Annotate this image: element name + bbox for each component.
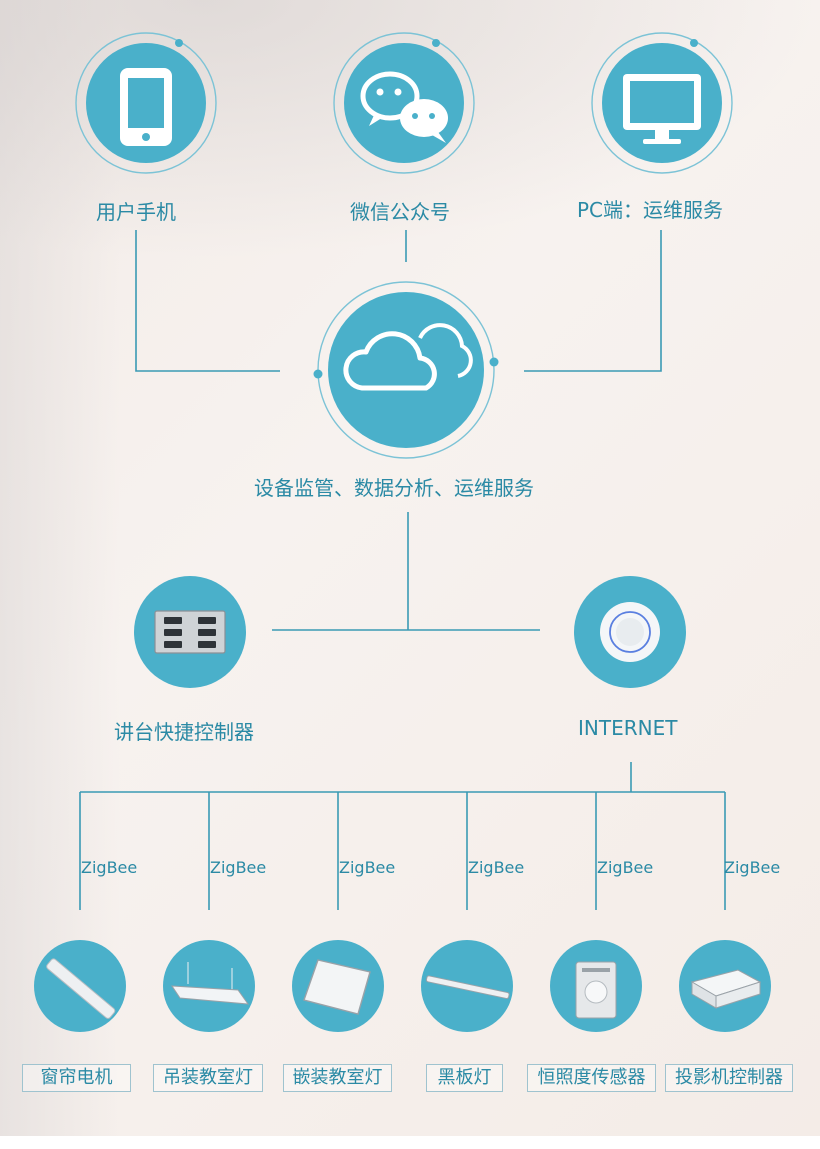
- panel-light-icon: [303, 959, 371, 1015]
- device-node-illuminance-sensor: [550, 940, 642, 1032]
- label-internet: INTERNET: [578, 716, 678, 740]
- device-node-blackboard-light: [421, 940, 513, 1032]
- connector-pc-cloud: [524, 230, 662, 372]
- zigbee-label-2: ZigBee: [210, 858, 267, 877]
- phone-icon: [120, 68, 172, 146]
- phone-node: [75, 32, 217, 174]
- control-panel-node: [134, 576, 246, 688]
- device-node-pendant-light: [163, 940, 255, 1032]
- pendant-light-icon: [171, 962, 250, 1005]
- device-label-pendant-light: 吊装教室灯: [153, 1064, 263, 1092]
- connector-phone-cloud: [135, 230, 280, 372]
- device-node-curtain-motor: [34, 940, 126, 1032]
- pc-node: [591, 32, 733, 174]
- label-pc: PC端：运维服务: [577, 198, 724, 222]
- cloud-node: [313, 281, 499, 459]
- label-control-panel: 讲台快捷控制器: [114, 720, 254, 744]
- zigbee-label-3: ZigBee: [339, 858, 396, 877]
- monitor-icon: [623, 74, 701, 144]
- device-node-projector-controller: [679, 940, 771, 1032]
- control-panel-icon: [154, 610, 226, 654]
- label-phone: 用户手机: [96, 200, 176, 224]
- device-label-illuminance-sensor: 恒照度传感器: [527, 1064, 656, 1092]
- device-label-panel-light: 嵌装教室灯: [283, 1064, 392, 1092]
- device-label-projector-controller: 投影机控制器: [665, 1064, 793, 1092]
- wechat-icon: [360, 71, 448, 143]
- zigbee-label-4: ZigBee: [468, 858, 525, 877]
- cloud-icon: [343, 323, 473, 391]
- device-label-blackboard-light: 黑板灯: [426, 1064, 503, 1092]
- device-label-curtain-motor: 窗帘电机: [22, 1064, 131, 1092]
- blackboard-light-icon: [425, 975, 510, 999]
- label-wechat: 微信公众号: [350, 200, 450, 224]
- device-node-panel-light: [292, 940, 384, 1032]
- gateway-icon: [600, 602, 660, 662]
- zigbee-label-6: ZigBee: [724, 858, 781, 877]
- illuminance-sensor-icon: [575, 961, 617, 1019]
- wechat-node: [333, 32, 475, 174]
- zigbee-label-5: ZigBee: [597, 858, 654, 877]
- gateway-node: [574, 576, 686, 688]
- curtain-motor-icon: [46, 958, 116, 1019]
- projector-controller-icon: [690, 969, 762, 1009]
- zigbee-label-1: ZigBee: [81, 858, 138, 877]
- bottom-strip: [0, 1136, 820, 1149]
- label-cloud: 设备监管、数据分析、运维服务: [254, 476, 534, 500]
